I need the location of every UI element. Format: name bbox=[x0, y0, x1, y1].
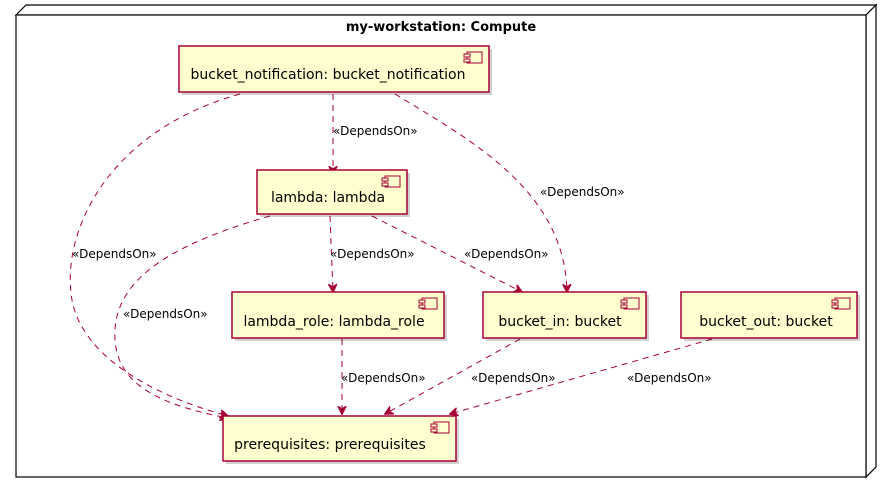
edges-layer: «DependsOn» «DependsOn» «DependsOn» «Dep… bbox=[69, 93, 713, 418]
component-label-bucket-out: bucket_out: bucket bbox=[699, 314, 833, 330]
component-lambda-role[interactable]: lambda_role: lambda_role bbox=[231, 291, 447, 341]
component-icon bbox=[381, 175, 401, 188]
edge-label-bucket-notification-to-lambda: «DependsOn» bbox=[333, 124, 418, 138]
edge-bucket-notification-to-prerequisites[interactable] bbox=[69, 93, 241, 416]
component-bucket-in[interactable]: bucket_in: bucket bbox=[482, 291, 649, 341]
component-bucket-out[interactable]: bucket_out: bucket bbox=[680, 291, 860, 341]
node-side-face bbox=[865, 3, 877, 479]
edge-label-bucket-notification-to-bucket-in: «DependsOn» bbox=[540, 185, 625, 199]
component-label-prerequisites: prerequisites: prerequisites bbox=[234, 437, 426, 453]
edge-label-bucket-notification-to-prerequisites: «DependsOn» bbox=[72, 247, 157, 261]
component-icon bbox=[418, 297, 438, 310]
node-top-face bbox=[14, 4, 878, 16]
edge-label-lambda-role-to-prerequisites: «DependsOn» bbox=[341, 371, 426, 385]
edge-label-bucket-out-to-prerequisites: «DependsOn» bbox=[627, 371, 712, 385]
component-icon bbox=[620, 297, 640, 310]
components-layer: bucket_notification: bucket_notification… bbox=[178, 45, 860, 464]
component-label-bucket-notification: bucket_notification: bucket_notification bbox=[191, 67, 466, 83]
edge-bucket-out-to-prerequisites[interactable] bbox=[450, 338, 713, 414]
edge-bucket-notification-to-bucket-in[interactable] bbox=[394, 93, 567, 292]
component-icon bbox=[463, 51, 483, 64]
component-label-lambda-role: lambda_role: lambda_role bbox=[243, 314, 424, 330]
component-label-lambda: lambda: lambda bbox=[271, 190, 385, 206]
component-icon bbox=[430, 421, 450, 434]
component-lambda[interactable]: lambda: lambda bbox=[256, 169, 410, 217]
component-bucket-notification[interactable]: bucket_notification: bucket_notification bbox=[178, 45, 492, 95]
component-prerequisites[interactable]: prerequisites: prerequisites bbox=[222, 415, 459, 464]
edge-label-lambda-to-lambda-role: «DependsOn» bbox=[330, 247, 415, 261]
edge-lambda-to-lambda-role[interactable] bbox=[330, 215, 333, 292]
edge-label-bucket-in-to-prerequisites: «DependsOn» bbox=[471, 371, 556, 385]
edge-label-lambda-to-prerequisites: «DependsOn» bbox=[123, 307, 208, 321]
component-label-bucket-in: bucket_in: bucket bbox=[498, 314, 622, 330]
component-icon bbox=[831, 297, 851, 310]
edge-lambda-to-prerequisites[interactable] bbox=[114, 215, 271, 418]
node-title: my-workstation: Compute bbox=[346, 20, 537, 35]
edge-bucket-in-to-prerequisites[interactable] bbox=[385, 338, 521, 414]
edge-label-lambda-to-bucket-in: «DependsOn» bbox=[464, 247, 549, 261]
